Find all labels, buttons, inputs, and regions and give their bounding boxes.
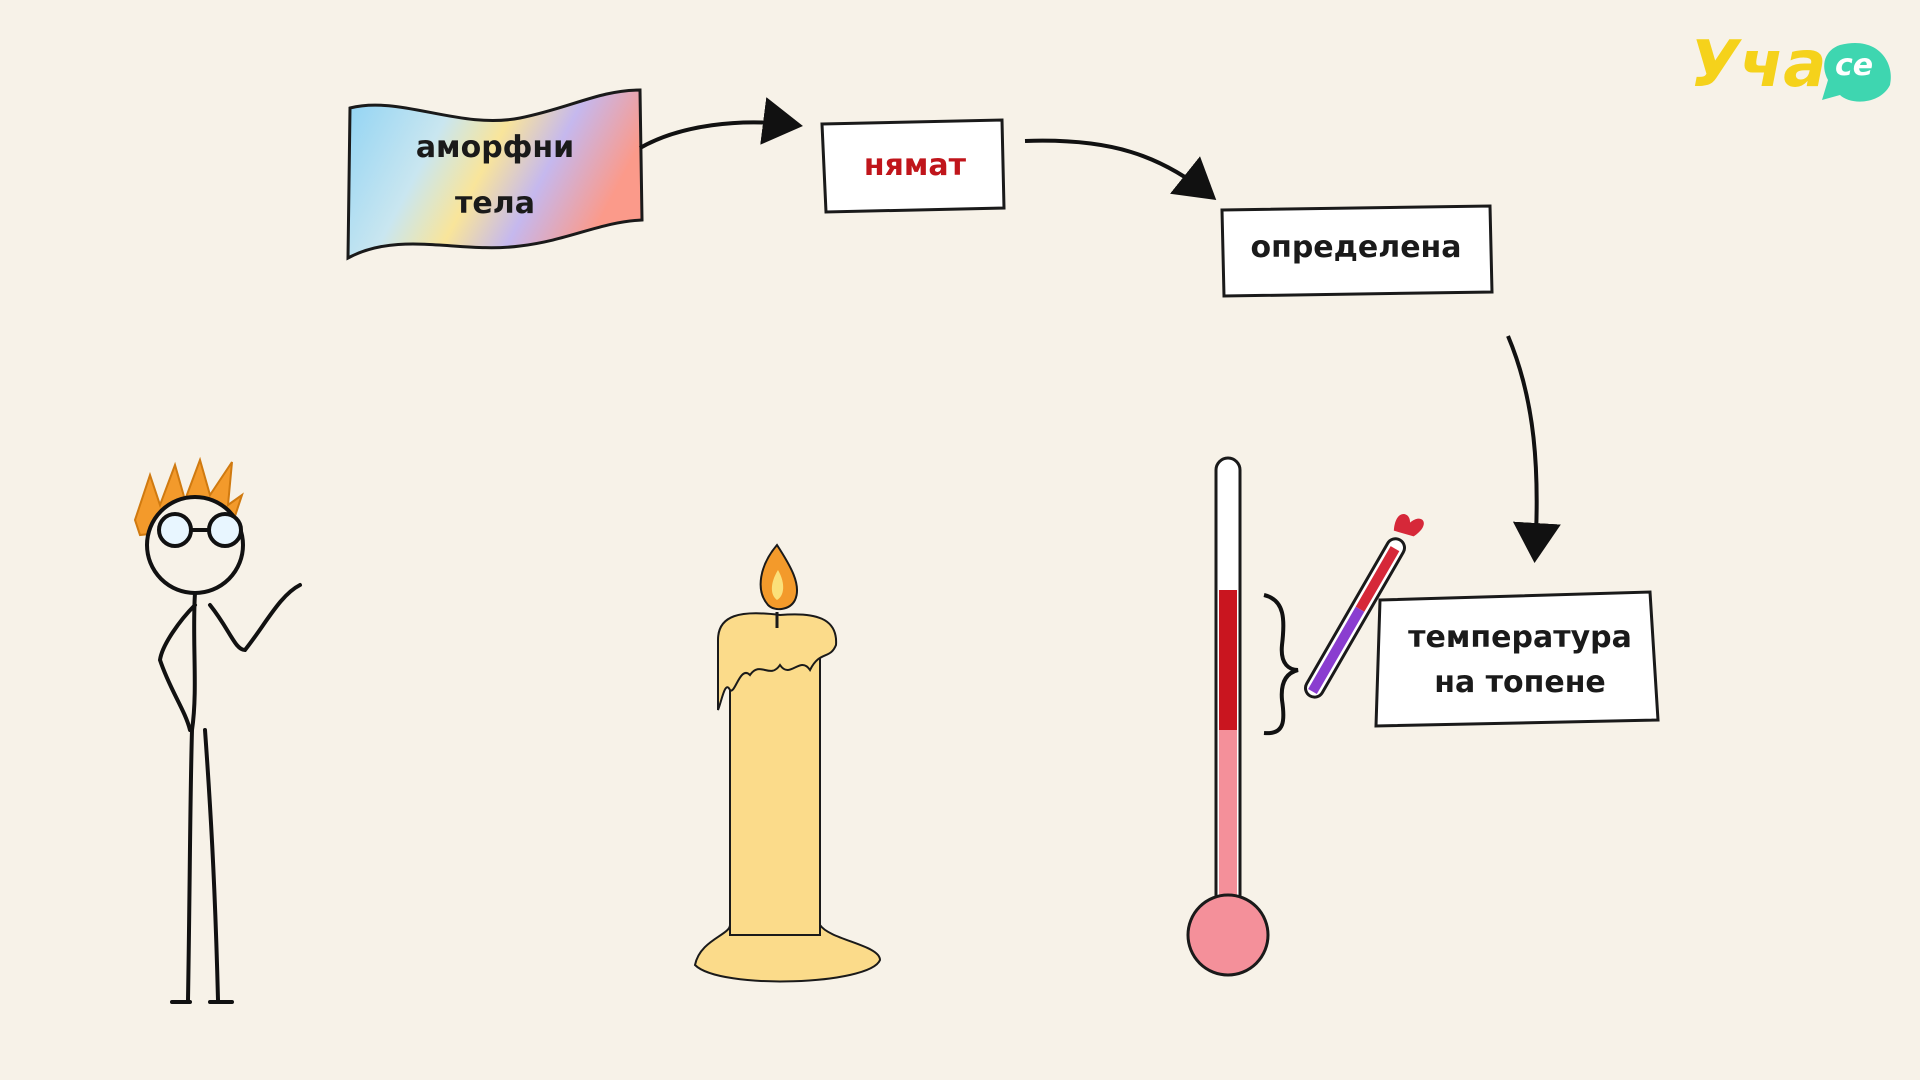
arrow-3	[1506, 335, 1561, 563]
start-label-line1: аморфни	[415, 130, 575, 165]
step1-box	[820, 118, 1006, 214]
step1-label: нямат	[863, 148, 967, 183]
end-box	[1374, 590, 1660, 728]
small-thermometer-icon	[1304, 514, 1424, 699]
curly-brace	[1263, 593, 1299, 736]
start-flag	[346, 88, 644, 261]
stick-figure-icon	[133, 456, 302, 1004]
end-label-line2: на топене	[1434, 665, 1606, 700]
end-label-line1: температура	[1408, 620, 1632, 655]
step2-label: определена	[1250, 230, 1462, 265]
logo-suffix: се	[1835, 48, 1874, 83]
candle-icon	[693, 543, 882, 983]
arrow-2	[1024, 138, 1217, 200]
logo-main: Уча	[1690, 28, 1827, 102]
arrow-1	[639, 97, 803, 150]
start-label-line2: тела	[455, 186, 535, 221]
thermometer-icon	[1186, 456, 1270, 977]
step2-box	[1220, 204, 1494, 298]
logo-badge	[1822, 43, 1891, 102]
